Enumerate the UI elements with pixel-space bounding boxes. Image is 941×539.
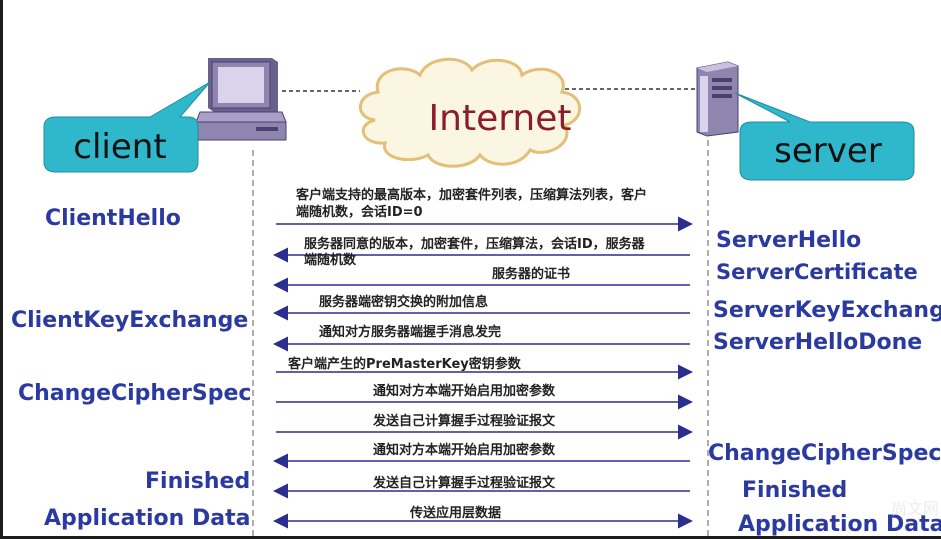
message-server-ccs: 通知对方本端开始启用加密参数	[373, 443, 556, 458]
message-client-key-exchange: 客户端产生的PreMasterKey密钥参数	[288, 357, 521, 372]
message-server-certificate: 服务器的证书	[492, 267, 571, 282]
message-server-key-exchange: 服务器端密钥交换的附加信息	[319, 295, 489, 310]
server-step-change-cipher-spec: ChangeCipherSpec	[708, 441, 941, 466]
server-step-finished: Finished	[742, 478, 848, 503]
message-server-hello-line-2: 端随机数	[304, 253, 357, 268]
internet-cloud-icon	[358, 57, 582, 168]
message-server-finished: 发送自己计算握手过程验证报文	[373, 476, 556, 491]
server-tower-icon	[696, 61, 739, 137]
client-callout	[43, 81, 211, 173]
server-step-server-key-exchange: ServerKeyExchange	[713, 298, 941, 323]
message-server-hello-done: 通知对方服务器端握手消息发完	[319, 325, 502, 340]
client-step-finished: Finished	[145, 469, 251, 494]
message-client-finished: 发送自己计算握手过程验证报文	[373, 414, 556, 429]
client-label: client	[73, 127, 166, 167]
frame-left-edge	[0, 0, 3, 539]
client-step-change-cipher-spec: ChangeCipherSpec	[18, 381, 252, 406]
frame-bottom-edge	[0, 536, 941, 539]
server-step-server-hello: ServerHello	[716, 228, 862, 253]
message-client-hello-line-1: 客户端支持的最高版本，加密套件列表，压缩算法列表，客户	[296, 188, 648, 203]
server-callout	[734, 92, 915, 181]
message-client-ccs: 通知对方本端开始启用加密参数	[373, 384, 556, 399]
server-label: server	[774, 131, 882, 171]
watermark: 尚文网	[890, 499, 939, 518]
internet-label: Internet	[429, 98, 572, 139]
client-step-application-data: Application Data	[44, 506, 251, 531]
message-application-data: 传送应用层数据	[410, 506, 502, 521]
client-step-client-hello: ClientHello	[45, 206, 181, 231]
server-step-application-data: Application Data	[738, 512, 941, 537]
message-client-hello-line-2: 端随机数，会话ID=0	[296, 205, 423, 220]
client-computer-icon	[195, 58, 287, 141]
message-arrows	[273, 216, 693, 529]
message-server-hello-line-1: 服务器同意的版本，加密套件，压缩算法，会话ID，服务器	[304, 237, 645, 252]
server-step-server-certificate: ServerCertificate	[716, 260, 918, 284]
server-step-server-hello-done: ServerHelloDone	[713, 330, 923, 355]
client-step-client-key-exchange: ClientKeyExchange	[11, 308, 249, 333]
